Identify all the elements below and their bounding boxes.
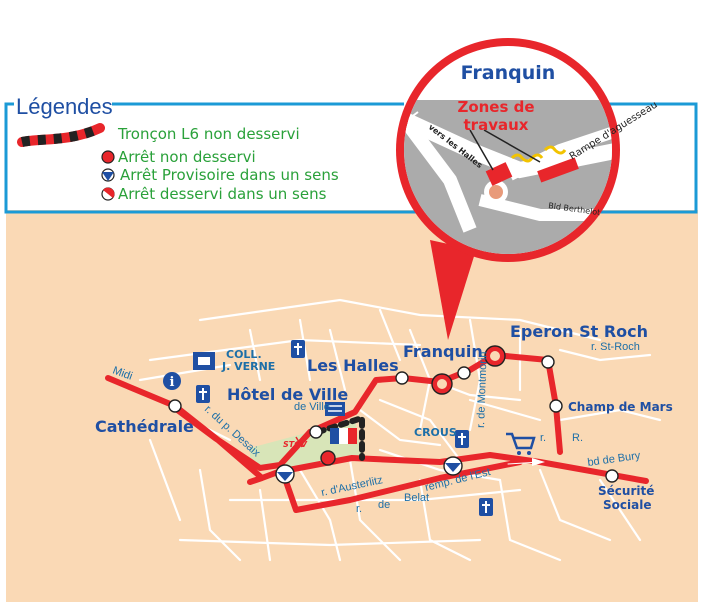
stop-label-securite-2: Sociale bbox=[603, 498, 651, 512]
stop-label-cathedrale: Cathédrale bbox=[95, 417, 194, 436]
church-icon-1 bbox=[196, 385, 210, 403]
red-dot-icon bbox=[101, 150, 115, 164]
stop-label-franquin: Franquin bbox=[403, 342, 483, 361]
school-icon bbox=[193, 352, 215, 370]
stop-label-eperon: Eperon St Roch bbox=[510, 322, 648, 341]
stop-champ-marker bbox=[549, 399, 563, 413]
route-line bbox=[105, 352, 649, 513]
stop-provisional-marker-3 bbox=[443, 456, 463, 476]
legend-item-2: Arrêt non desservi bbox=[118, 148, 256, 166]
inset-title: Franquin bbox=[461, 62, 556, 84]
church-icon-3 bbox=[455, 430, 469, 448]
street-st-roch: r. St-Roch bbox=[591, 341, 640, 353]
stop-label-securite-1: Sécurité bbox=[598, 484, 654, 498]
work-zone-1 bbox=[485, 162, 513, 186]
street-belat-de: de bbox=[378, 499, 390, 511]
legend-item-1: Tronçon L6 non desservi bbox=[117, 125, 300, 143]
city-hall-icon bbox=[325, 402, 345, 416]
street-belat: Belat bbox=[404, 492, 429, 504]
stop-stroch-marker bbox=[541, 355, 555, 369]
shopping-cart-icon bbox=[506, 432, 536, 455]
inset-pointer bbox=[430, 240, 476, 340]
stop-provisional-marker-2 bbox=[320, 450, 336, 466]
half-blue-dot-icon bbox=[101, 168, 115, 182]
street-r-right: r. bbox=[540, 432, 546, 444]
label-crous: CROUS bbox=[414, 426, 457, 439]
stgv-logo: STGV bbox=[283, 436, 308, 449]
street-montmorin: r. de Montmorin bbox=[475, 351, 490, 428]
legend-item-4: Arrêt desservi dans un sens bbox=[118, 185, 327, 203]
inset-zone-label-1: Zones de bbox=[457, 98, 534, 116]
work-zone-2 bbox=[537, 157, 579, 183]
info-icon: i bbox=[163, 372, 181, 390]
map-background bbox=[6, 210, 698, 602]
street-de-ville: de Ville bbox=[294, 401, 330, 413]
stop-franquin-marker-2 bbox=[457, 366, 471, 380]
stop-label-les-halles: Les Halles bbox=[307, 356, 399, 375]
route-segment-icon bbox=[17, 123, 105, 147]
inset-zone-label-2: travaux bbox=[464, 116, 529, 134]
label-jverne: J. VERNE bbox=[221, 360, 275, 373]
legend: Légendes Tronçon L6 non desservi Arrêt n… bbox=[4, 94, 698, 214]
svg-text:STGV: STGV bbox=[283, 440, 308, 449]
stop-cathedrale-marker bbox=[168, 399, 182, 413]
legend-title: Légendes bbox=[16, 94, 113, 119]
stops bbox=[168, 345, 619, 484]
church-icon-4 bbox=[479, 498, 493, 516]
stop-securite-marker bbox=[605, 469, 619, 483]
church-icon-2 bbox=[291, 340, 305, 358]
french-flag-icon bbox=[330, 428, 357, 444]
legend-frame bbox=[4, 102, 698, 214]
stop-halles-marker bbox=[395, 371, 409, 385]
svg-text:i: i bbox=[170, 375, 175, 390]
stop-provisional-marker-1 bbox=[275, 464, 295, 484]
street-belat-r: r. bbox=[356, 503, 362, 515]
half-red-dot-icon bbox=[101, 187, 115, 201]
stop-label-champ-de-mars: Champ de Mars bbox=[568, 400, 673, 414]
inset-magnifier: Franquin Zones de travaux vers les Halle… bbox=[396, 38, 660, 262]
street-r-right-2: R. bbox=[572, 432, 583, 444]
stop-label-hotel-de-ville: Hôtel de Ville bbox=[227, 385, 348, 404]
stop-hotel-marker bbox=[309, 425, 323, 439]
direction-arrow-1 bbox=[532, 458, 545, 466]
label-coll: COLL. bbox=[226, 348, 262, 361]
legend-item-3: Arrêt Provisoire dans un sens bbox=[120, 166, 339, 184]
